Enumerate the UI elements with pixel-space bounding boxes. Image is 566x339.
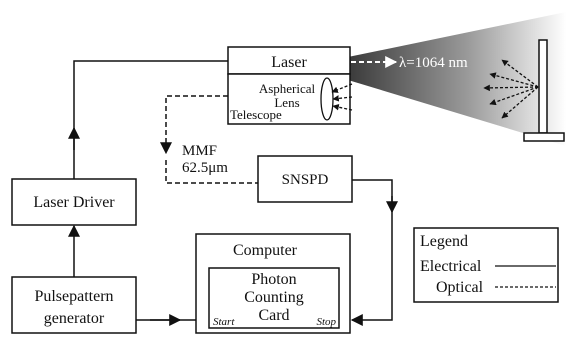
- pulse-label-2: generator: [44, 310, 105, 327]
- return-beam-arrows: [331, 83, 353, 111]
- aspherical-label-1: Aspherical: [259, 81, 316, 96]
- telescope-label: Telescope: [230, 107, 282, 122]
- laser-driver-label: Laser Driver: [33, 194, 115, 211]
- legend-electrical-label: Electrical: [420, 258, 482, 275]
- optical-fiber-path: [160, 95, 258, 184]
- stop-label: Stop: [316, 316, 336, 328]
- laser-box: [227, 46, 351, 75]
- laser-driver-box: [11, 178, 137, 226]
- photon-label-3: Card: [258, 307, 289, 324]
- wavelength-label: λ=1064 nm: [399, 55, 468, 71]
- snspd-box: [257, 155, 353, 203]
- target-icon: [523, 39, 565, 142]
- legend-box: [413, 227, 559, 303]
- photon-label-1: Photon: [251, 271, 296, 288]
- laser-label: Laser: [271, 54, 307, 71]
- mmf-label-1: MMF: [182, 143, 217, 159]
- snspd-label: SNSPD: [282, 172, 329, 188]
- photon-label-2: Counting: [244, 289, 304, 306]
- aspherical-label-2: Lens: [274, 95, 299, 110]
- legend-optical-label: Optical: [436, 279, 484, 296]
- snspd-to-stop-wire: [350, 179, 393, 326]
- pulse-generator-box: [11, 276, 137, 334]
- photon-counting-card-box: [208, 267, 340, 329]
- legend-title: Legend: [420, 233, 468, 250]
- telescope-box: [227, 73, 351, 125]
- pulse-label-1: Pulsepattern: [34, 288, 113, 305]
- computer-label: Computer: [233, 242, 298, 259]
- laser-beam-cone: [348, 12, 566, 146]
- start-label: Start: [213, 316, 235, 328]
- scatter-arrows: [483, 59, 539, 119]
- mmf-label-2: 62.5μm: [182, 160, 228, 176]
